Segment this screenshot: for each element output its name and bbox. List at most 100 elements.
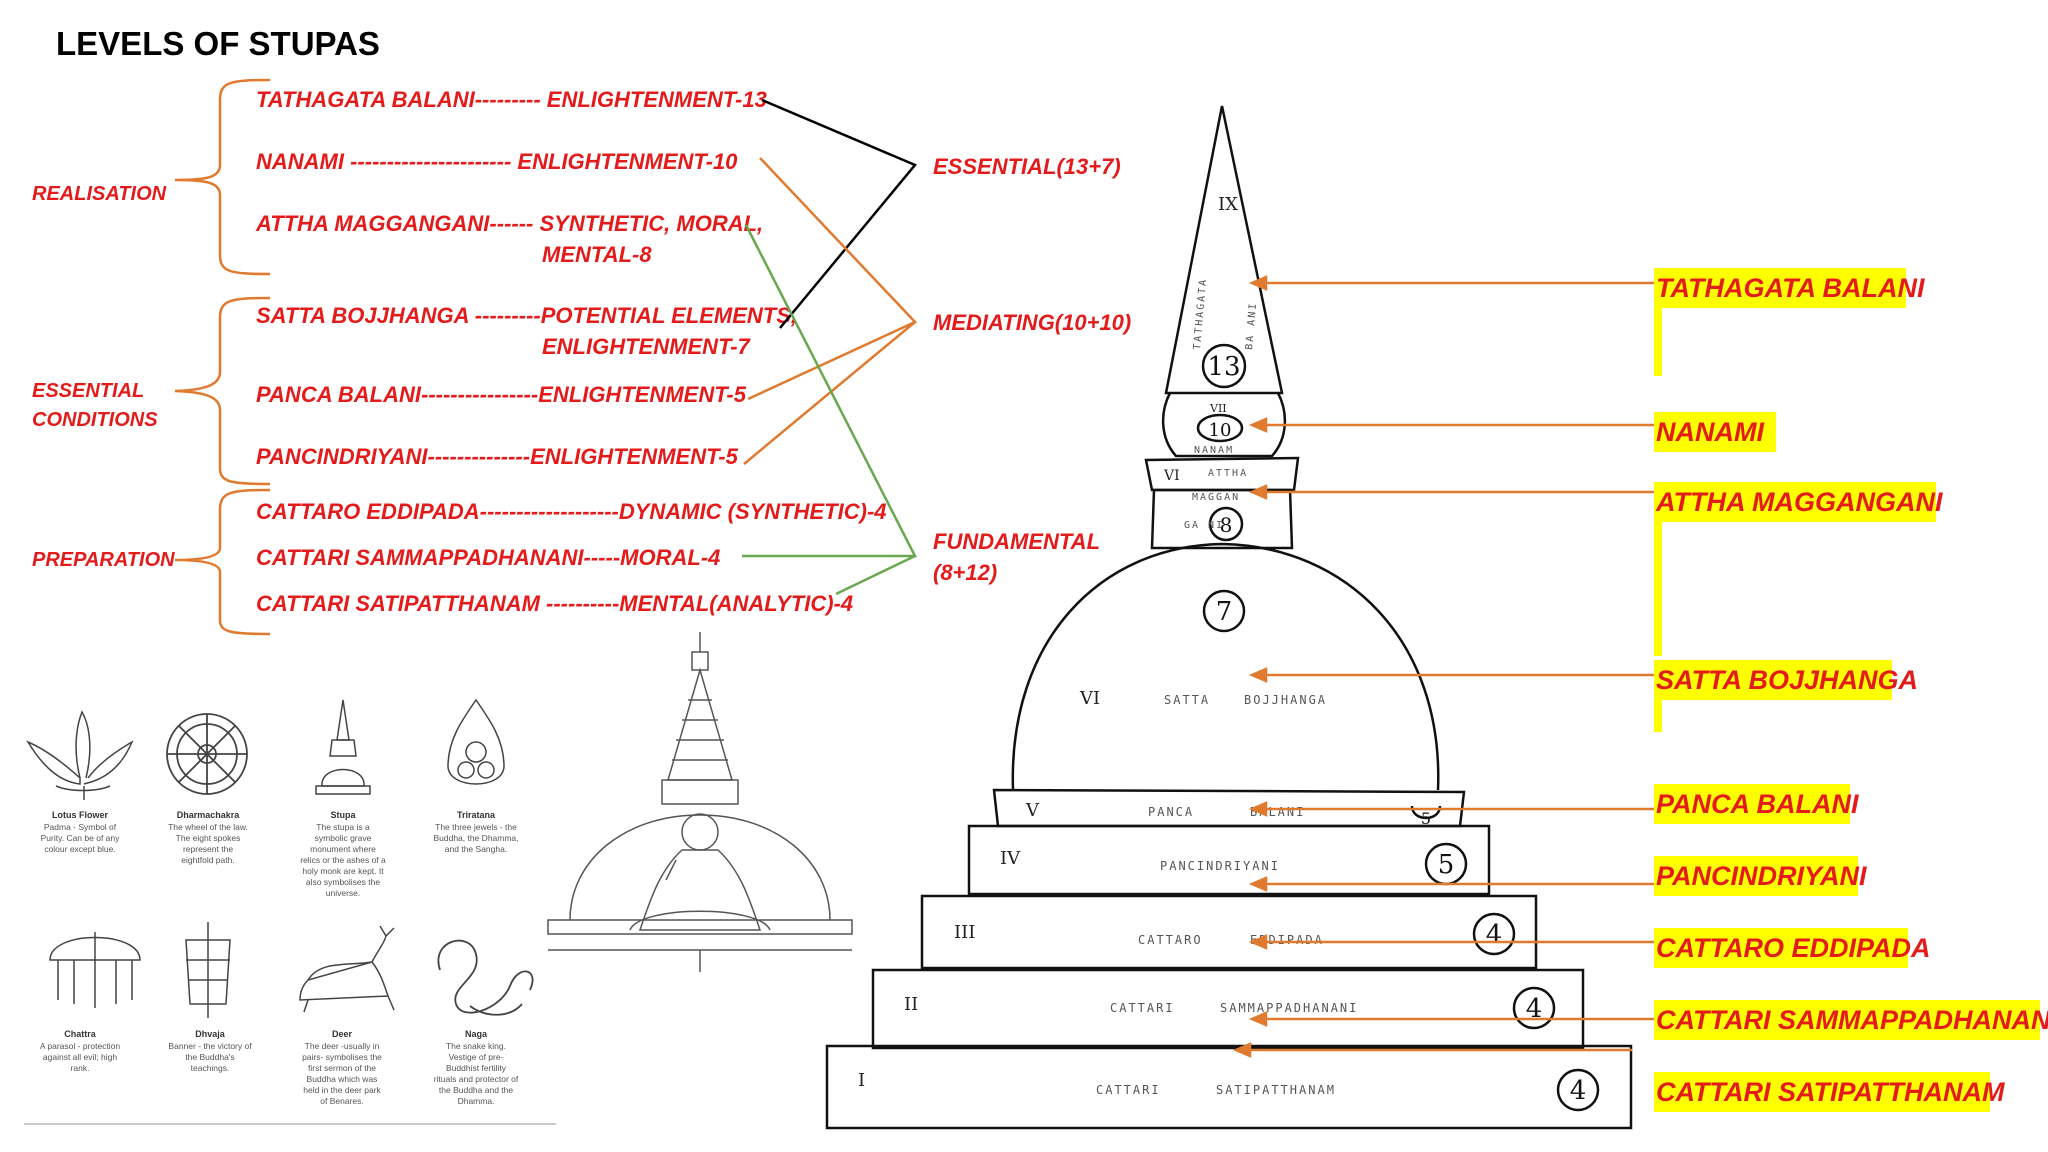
chattra-icon xyxy=(49,932,141,1008)
symbol-desc-line: Buddha, the Dhamma, xyxy=(433,833,518,843)
connector-essential xyxy=(761,98,918,329)
symbol-desc-line: The stupa is a xyxy=(316,822,370,832)
group-essential: ESSENTIAL(13+7) xyxy=(933,154,1121,179)
inscription-cattaro: CATTARO xyxy=(1138,933,1203,947)
inscription-attha: ATTHA xyxy=(1208,468,1248,479)
connector-mediating xyxy=(743,157,918,465)
naga-icon xyxy=(437,939,534,1016)
stupa-roman-numerals: IX VII VI VI V IV III II I xyxy=(858,194,1238,1091)
symbol-desc-line: The snake king. xyxy=(446,1041,506,1051)
deer-icon xyxy=(299,925,395,1013)
symbol-desc-line: rituals and protector of xyxy=(434,1074,519,1084)
stupa-collar xyxy=(1161,392,1287,458)
terrace-4 xyxy=(967,824,1491,896)
inscription-cattari-1: CATTARI xyxy=(1096,1083,1161,1097)
item-cattaro-eddipada: CATTARO EDDIPADA-------------------DYNAM… xyxy=(256,499,887,524)
roman-iii: III xyxy=(954,922,975,943)
group-fundamental-sum: (8+12) xyxy=(933,560,997,585)
level-number-8: 8 xyxy=(1220,513,1233,537)
stupa-ring xyxy=(1144,456,1300,492)
inscription-panca: PANCA xyxy=(1148,805,1194,819)
symbol-desc-line: eightfold path. xyxy=(181,855,234,865)
category-brackets xyxy=(174,78,271,636)
level-number-4b: 4 xyxy=(1526,994,1543,1024)
level-number-4c: 4 xyxy=(1570,1076,1587,1106)
label-arrows xyxy=(1232,275,1654,1058)
inscription-nanam: NANAM xyxy=(1194,445,1234,456)
roman-ii: II xyxy=(904,994,918,1015)
item-cattari-satipatthanam: CATTARI SATIPATTHANAM ----------MENTAL(A… xyxy=(256,591,853,616)
label-highlights xyxy=(1654,268,2040,1112)
inscription-satipatthanam: SATIPATTHANAM xyxy=(1216,1083,1336,1097)
lotus-flower-icon xyxy=(26,710,134,800)
inscription-eddipada: EDDIPADA xyxy=(1250,933,1324,947)
category-essential: ESSENTIAL xyxy=(32,380,144,402)
symbol-desc-line: against all evil; high xyxy=(43,1052,117,1062)
symbol-desc-line: held in the deer park xyxy=(303,1085,381,1095)
level-number-10: 10 xyxy=(1209,420,1232,441)
symbol-name-deer: Deer xyxy=(332,1029,353,1039)
roman-v: V xyxy=(1025,800,1040,821)
group-fundamental: FUNDAMENTAL xyxy=(933,529,1100,554)
right-label-cattari-satipatthanam: CATTARI SATIPATTHANAM xyxy=(1656,1077,2005,1107)
symbol-name-naga: Naga xyxy=(465,1029,488,1039)
right-label-attha-maggangani: ATTHA MAGGANGANI xyxy=(1655,487,1943,517)
symbol-desc-line: monument where xyxy=(310,844,376,854)
inscription-sammappadhanani: SAMMAPPADHANANI xyxy=(1220,1001,1358,1015)
symbol-desc-line: Buddha which was xyxy=(307,1074,378,1084)
symbol-desc-line: Vestige of pre- xyxy=(449,1052,504,1062)
connector-fundamental xyxy=(742,224,918,596)
symbol-name-triratana: Triratana xyxy=(457,810,496,820)
symbol-desc-line: Buddhist fertility xyxy=(446,1063,507,1073)
symbol-desc-line: The three jewels - the xyxy=(435,822,517,832)
inscription-maggan: MAGGAN xyxy=(1192,492,1240,503)
symbol-desc-line: pairs- symbolises the xyxy=(302,1052,382,1062)
item-attha-maggangani: ATTHA MAGGANGANI------ SYNTHETIC, MORAL, xyxy=(255,211,763,236)
category-preparation: PREPARATION xyxy=(32,549,175,571)
symbol-desc-line: holy monk are kept. It xyxy=(302,866,384,876)
right-label-pancindriyani: PANCINDRIYANI xyxy=(1656,861,1867,891)
symbol-desc-line: Dhamma. xyxy=(458,1096,495,1106)
item-tathagata-balani: TATHAGATA BALANI--------- ENLIGHTENMENT-… xyxy=(256,87,767,112)
symbol-desc-line: the Buddha's xyxy=(185,1052,234,1062)
item-satta-bojjhanga-cont: ENLIGHTENMENT-7 xyxy=(542,334,752,359)
symbol-name-dhvaja: Dhvaja xyxy=(195,1029,226,1039)
stupa-inscriptions: TATHAGATA BA ANI NANAM ATTHA MAGGAN GA N… xyxy=(1096,277,1358,1097)
category-realisation: REALISATION xyxy=(32,183,167,205)
item-nanami: NANAMI ---------------------- ENLIGHTENM… xyxy=(256,149,738,174)
inscription-gani: GA NI xyxy=(1184,520,1224,531)
symbol-name-lotus: Lotus Flower xyxy=(52,810,108,820)
symbol-desc-line: relics or the ashes of a xyxy=(300,855,386,865)
right-label-satta-bojjhanga: SATTA BOJJHANGA xyxy=(1656,665,1918,695)
item-panca-balani: PANCA BALANI----------------ENLIGHTENMEN… xyxy=(256,382,747,407)
symbol-desc-line: colour except blue. xyxy=(44,844,115,854)
symbol-name-stupa: Stupa xyxy=(330,810,356,820)
right-label-panca-balani: PANCA BALANI xyxy=(1656,789,1859,819)
roman-ix: IX xyxy=(1218,194,1238,215)
level-number-5b: 5 xyxy=(1438,850,1455,880)
group-mediating: MEDIATING(10+10) xyxy=(933,310,1131,335)
stupa-neck xyxy=(1150,488,1294,550)
inscription-bojjhanga: BOJJHANGA xyxy=(1244,693,1327,707)
page-title: LEVELS OF STUPAS xyxy=(56,25,380,62)
bracket-essential-conditions xyxy=(174,296,271,486)
symbol-desc-line: The eight spokes xyxy=(176,833,241,843)
roman-vi-dome: VI xyxy=(1079,688,1100,709)
symbol-desc-line: A parasol - protection xyxy=(40,1041,121,1051)
symbol-desc-line: rank. xyxy=(71,1063,90,1073)
buddhist-symbols-panel: Lotus Flower Dharmachakra Stupa Triratan… xyxy=(24,698,556,1125)
symbol-desc-line: Banner - the victory of xyxy=(168,1041,252,1051)
level-number-7: 7 xyxy=(1216,597,1233,627)
item-attha-maggangani-cont: MENTAL-8 xyxy=(542,242,652,267)
roman-iv: IV xyxy=(1000,848,1021,869)
stupa-diagram xyxy=(825,105,1633,1130)
stupa-dome xyxy=(1011,542,1440,791)
symbol-desc-line: symbolic grave xyxy=(315,833,372,843)
terrace-3 xyxy=(920,894,1538,970)
symbol-desc-line: Purity. Can be of any xyxy=(41,833,120,843)
item-cattari-sammappadhanani: CATTARI SAMMAPPADHANANI-----MORAL-4 xyxy=(256,545,720,570)
bracket-realisation xyxy=(174,78,271,276)
dhvaja-icon xyxy=(185,922,231,1018)
symbol-desc-line: The wheel of the law. xyxy=(168,822,248,832)
